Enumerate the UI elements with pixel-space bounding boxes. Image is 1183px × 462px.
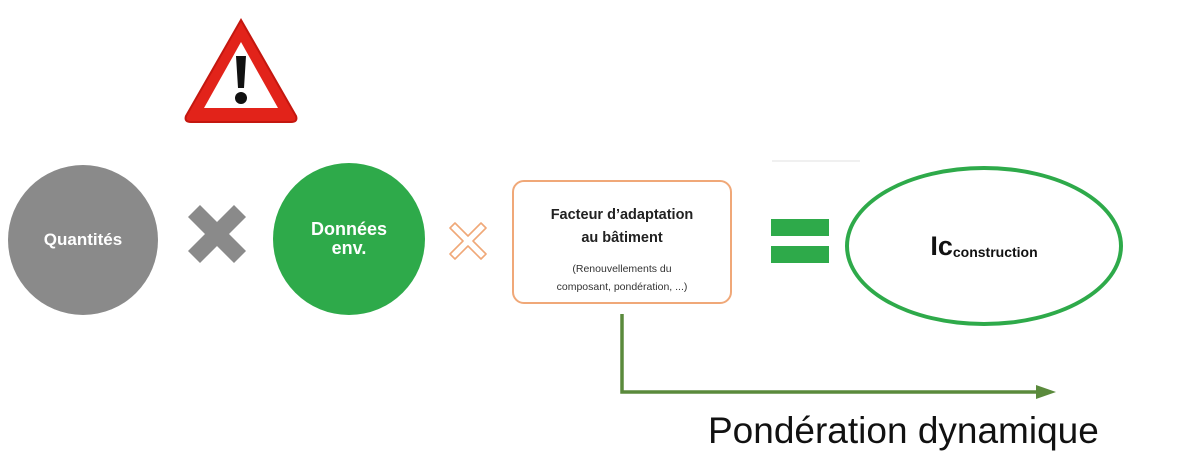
multiply-icon bbox=[187, 204, 247, 264]
donnees-label-line2: env. bbox=[331, 238, 367, 258]
adaptation-factor-box: Facteur d’adaptation au bâtiment (Renouv… bbox=[512, 180, 732, 304]
dynamic-weighting-label: Pondération dynamique bbox=[708, 410, 1099, 451]
donnees-env-circle: Données env. bbox=[273, 163, 425, 315]
multiply-outline-icon bbox=[449, 222, 487, 260]
factor-subtitle-line2: composant, pondération, ...) bbox=[556, 281, 688, 293]
faint-divider bbox=[772, 160, 860, 162]
quantites-circle: Quantités bbox=[8, 165, 158, 315]
equals-icon-top-bar bbox=[771, 219, 829, 236]
warning-triangle-icon bbox=[184, 17, 298, 123]
quantites-label: Quantités bbox=[43, 230, 123, 249]
donnees-label-line1: Données bbox=[310, 219, 388, 239]
ic-subscript: construction bbox=[952, 244, 1038, 260]
factor-subtitle-line1: (Renouvellements du bbox=[572, 263, 672, 275]
factor-title-line2: au bâtiment bbox=[581, 230, 663, 246]
factor-title: Facteur d’adaptation au bâtiment bbox=[514, 204, 730, 250]
equals-icon-bottom-bar bbox=[771, 246, 829, 263]
arrow-icon bbox=[620, 314, 1056, 399]
ic-label: Ic bbox=[930, 230, 953, 261]
factor-subtitle: (Renouvellements du composant, pondérati… bbox=[514, 260, 730, 296]
factor-title-line1: Facteur d’adaptation bbox=[550, 207, 694, 223]
